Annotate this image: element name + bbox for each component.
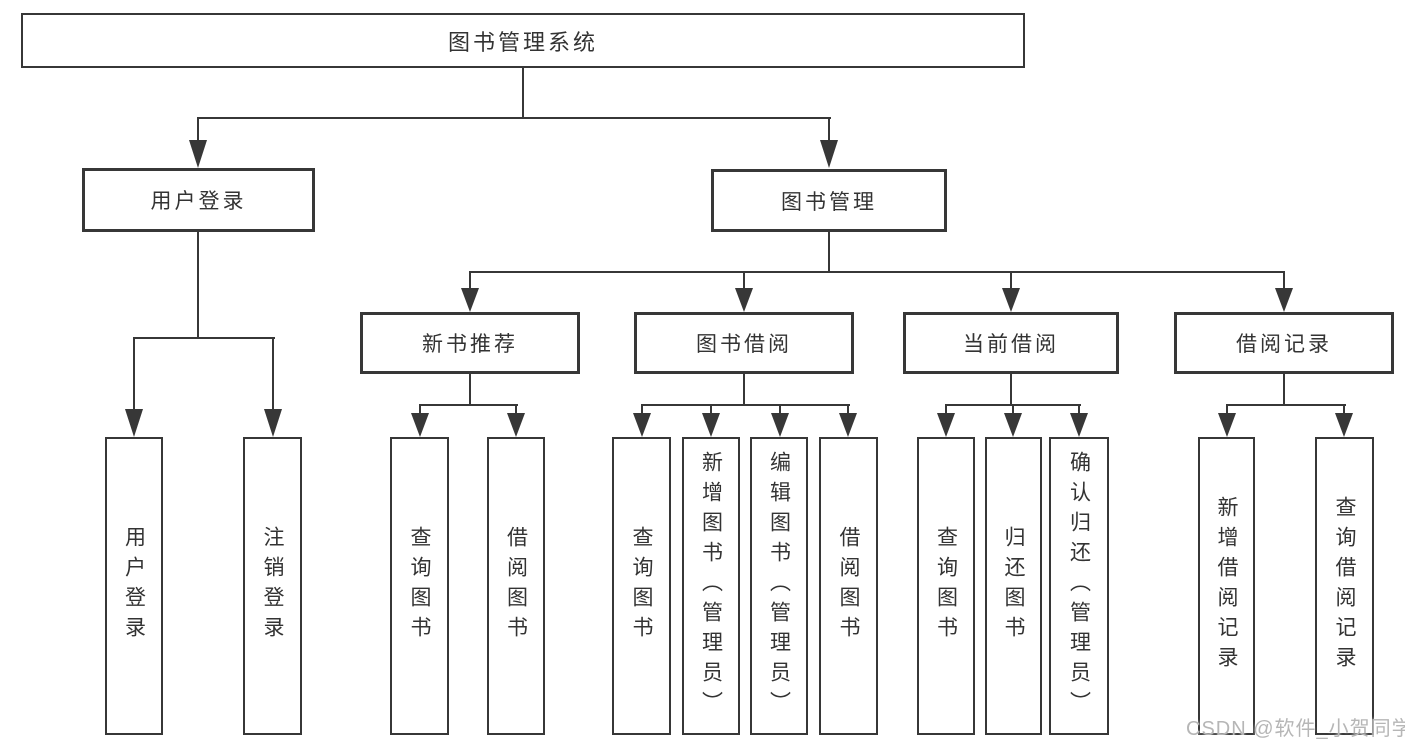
- arrowhead: [839, 413, 857, 437]
- connector: [1343, 406, 1345, 416]
- connector: [419, 404, 518, 406]
- connector: [197, 232, 199, 338]
- connector: [828, 232, 830, 273]
- leaf-label: 查询图书: [630, 526, 653, 646]
- connector: [272, 338, 274, 411]
- leaf-label: 借阅图书: [837, 526, 860, 646]
- arrowhead: [1275, 288, 1293, 312]
- leaf-logout: 注销登录: [243, 437, 302, 735]
- leaf-label: 查询借阅记录: [1333, 496, 1356, 676]
- arrowhead: [633, 413, 651, 437]
- node-borrow-records: 借阅记录: [1174, 312, 1394, 374]
- arrowhead: [264, 409, 282, 437]
- connector: [1012, 406, 1014, 416]
- node-current-borrow: 当前借阅: [903, 312, 1119, 374]
- connector: [743, 273, 745, 290]
- connector: [197, 118, 199, 142]
- connector: [469, 271, 1285, 273]
- leaf-confirm-return-admin: 确认归还（管理员）: [1049, 437, 1109, 735]
- arrowhead: [1004, 413, 1022, 437]
- connector: [133, 338, 135, 411]
- connector: [469, 374, 471, 406]
- arrowhead: [1070, 413, 1088, 437]
- leaf-add-borrow-record: 新增借阅记录: [1198, 437, 1255, 735]
- connector: [1226, 404, 1346, 406]
- arrowhead: [411, 413, 429, 437]
- connector: [522, 68, 524, 118]
- leaf-label: 用户登录: [122, 526, 146, 646]
- connector: [1283, 374, 1285, 406]
- connector: [197, 117, 831, 119]
- leaf-query-books-borrow: 查询图书: [612, 437, 671, 735]
- connector: [133, 337, 275, 339]
- arrowhead: [1218, 413, 1236, 437]
- leaf-label: 确认归还（管理员）: [1067, 451, 1091, 721]
- connector: [743, 374, 745, 406]
- leaf-user-login: 用户登录: [105, 437, 163, 735]
- arrowhead: [1002, 288, 1020, 312]
- leaf-label: 归还图书: [1002, 526, 1025, 646]
- leaf-return-book: 归还图书: [985, 437, 1042, 735]
- leaf-label: 新增借阅记录: [1215, 496, 1238, 676]
- connector: [1283, 273, 1285, 290]
- arrowhead: [937, 413, 955, 437]
- connector: [1226, 406, 1228, 416]
- arrowhead: [461, 288, 479, 312]
- leaf-borrow-books: 借阅图书: [819, 437, 878, 735]
- connector: [779, 406, 781, 416]
- connector: [641, 406, 643, 416]
- leaf-query-books-recommend: 查询图书: [390, 437, 449, 735]
- node-user-login: 用户登录: [82, 168, 315, 232]
- connector: [515, 406, 517, 416]
- node-book-borrow: 图书借阅: [634, 312, 854, 374]
- leaf-add-book-admin: 新增图书（管理员）: [682, 437, 740, 735]
- arrowhead: [125, 409, 143, 437]
- connector: [945, 406, 947, 416]
- connector: [828, 118, 830, 142]
- arrowhead: [771, 413, 789, 437]
- leaf-label: 注销登录: [261, 526, 284, 646]
- arrowhead: [702, 413, 720, 437]
- connector: [419, 406, 421, 416]
- leaf-borrow-books-recommend: 借阅图书: [487, 437, 545, 735]
- node-root-system: 图书管理系统: [21, 13, 1025, 68]
- node-book-management: 图书管理: [711, 169, 947, 232]
- connector: [1010, 374, 1012, 406]
- leaf-label: 查询图书: [934, 526, 958, 646]
- leaf-query-books-current: 查询图书: [917, 437, 975, 735]
- connector: [641, 404, 850, 406]
- connector: [847, 406, 849, 416]
- leaf-label: 编辑图书（管理员）: [767, 451, 791, 721]
- connector: [1078, 406, 1080, 416]
- arrowhead: [189, 140, 207, 168]
- connector: [469, 273, 471, 290]
- leaf-query-borrow-record: 查询借阅记录: [1315, 437, 1374, 735]
- arrowhead: [507, 413, 525, 437]
- leaf-label: 新增图书（管理员）: [699, 451, 723, 721]
- arrowhead: [1335, 413, 1353, 437]
- node-new-book-recommend: 新书推荐: [360, 312, 580, 374]
- connector: [710, 406, 712, 416]
- csdn-watermark: CSDN @软件_小贺同学: [1186, 718, 1405, 740]
- leaf-edit-book-admin: 编辑图书（管理员）: [750, 437, 808, 735]
- connector: [945, 404, 1081, 406]
- arrowhead: [735, 288, 753, 312]
- connector: [1010, 273, 1012, 290]
- leaf-label: 借阅图书: [504, 526, 528, 646]
- leaf-label: 查询图书: [408, 526, 431, 646]
- arrowhead: [820, 140, 838, 168]
